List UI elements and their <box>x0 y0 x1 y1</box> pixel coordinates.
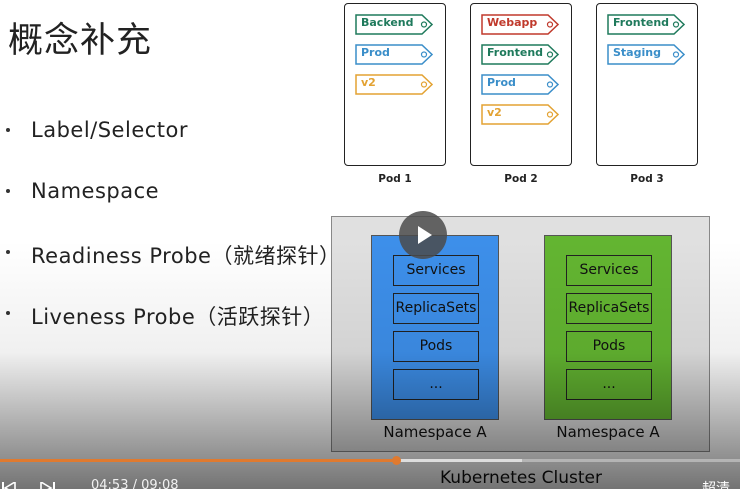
bullet-text: Readiness Probe（就绪探针） <box>31 244 341 268</box>
slide-title: 概念补充 <box>8 21 153 61</box>
namespace-resource: ReplicaSets <box>566 293 652 324</box>
skip-next-icon[interactable] <box>40 478 58 489</box>
tag-shape-icon <box>481 104 560 125</box>
label-tag-text: Prod <box>487 76 516 89</box>
namespace-resource: ReplicaSets <box>393 293 479 324</box>
bullet-dot-icon <box>6 128 10 132</box>
label-tag-text: Frontend <box>613 16 670 29</box>
namespace-label: Namespace A <box>556 423 660 441</box>
namespace-resource: Pods <box>566 331 652 362</box>
tag-shape-icon <box>355 14 434 35</box>
label-tag: v2 <box>480 103 560 126</box>
tag-shape-icon <box>481 74 560 95</box>
namespace-label: Namespace A <box>383 423 487 441</box>
label-tag: Frontend <box>606 13 686 36</box>
bullet-text: Namespace <box>31 179 160 203</box>
label-tag-text: v2 <box>361 76 376 89</box>
label-tag: Frontend <box>480 43 560 66</box>
skip-previous-icon[interactable] <box>2 478 16 489</box>
cluster-label: Kubernetes Cluster <box>440 468 602 488</box>
label-tag: Staging <box>606 43 686 66</box>
progress-thumb[interactable] <box>391 456 401 465</box>
namespace-resource: Services <box>393 255 479 286</box>
bullet-dot-icon <box>6 189 10 193</box>
label-tag-text: Prod <box>361 46 390 59</box>
tag-shape-icon <box>607 44 686 65</box>
label-tag-text: Staging <box>613 46 661 59</box>
pod-label: Pod 3 <box>630 173 664 185</box>
label-tag-text: Backend <box>361 16 414 29</box>
label-tag-text: Frontend <box>487 46 544 59</box>
progress-fill <box>0 459 396 462</box>
label-tag-text: v2 <box>487 106 502 119</box>
label-tag: Prod <box>480 73 560 96</box>
pod-label: Pod 2 <box>504 173 538 185</box>
bullet-dot-icon <box>6 250 10 254</box>
tag-shape-icon <box>355 74 434 95</box>
label-tag-text: Webapp <box>487 16 538 29</box>
label-tag: v2 <box>354 73 434 96</box>
quality-button[interactable]: 超清 <box>702 481 730 489</box>
bullet-text: Label/Selector <box>31 118 188 142</box>
tag-shape-icon <box>607 14 686 35</box>
label-tag: Backend <box>354 13 434 36</box>
pod-label: Pod 1 <box>378 173 412 185</box>
namespace-resource: Pods <box>393 331 479 362</box>
tag-shape-icon <box>481 14 560 35</box>
tag-shape-icon <box>481 44 560 65</box>
namespace-resource: ... <box>393 369 479 400</box>
namespace-resource: Services <box>566 255 652 286</box>
namespace-resource: ... <box>566 369 652 400</box>
label-tag: Webapp <box>480 13 560 36</box>
label-tag: Prod <box>354 43 434 66</box>
progress-bar[interactable] <box>0 456 740 465</box>
bullet-dot-icon <box>6 311 10 315</box>
tag-shape-icon <box>355 44 434 65</box>
bullet-text: Liveness Probe（活跃探针） <box>31 305 325 329</box>
time-readout: 04:53 / 09:08 <box>91 478 179 489</box>
play-button[interactable] <box>399 211 447 259</box>
play-icon <box>418 226 432 244</box>
